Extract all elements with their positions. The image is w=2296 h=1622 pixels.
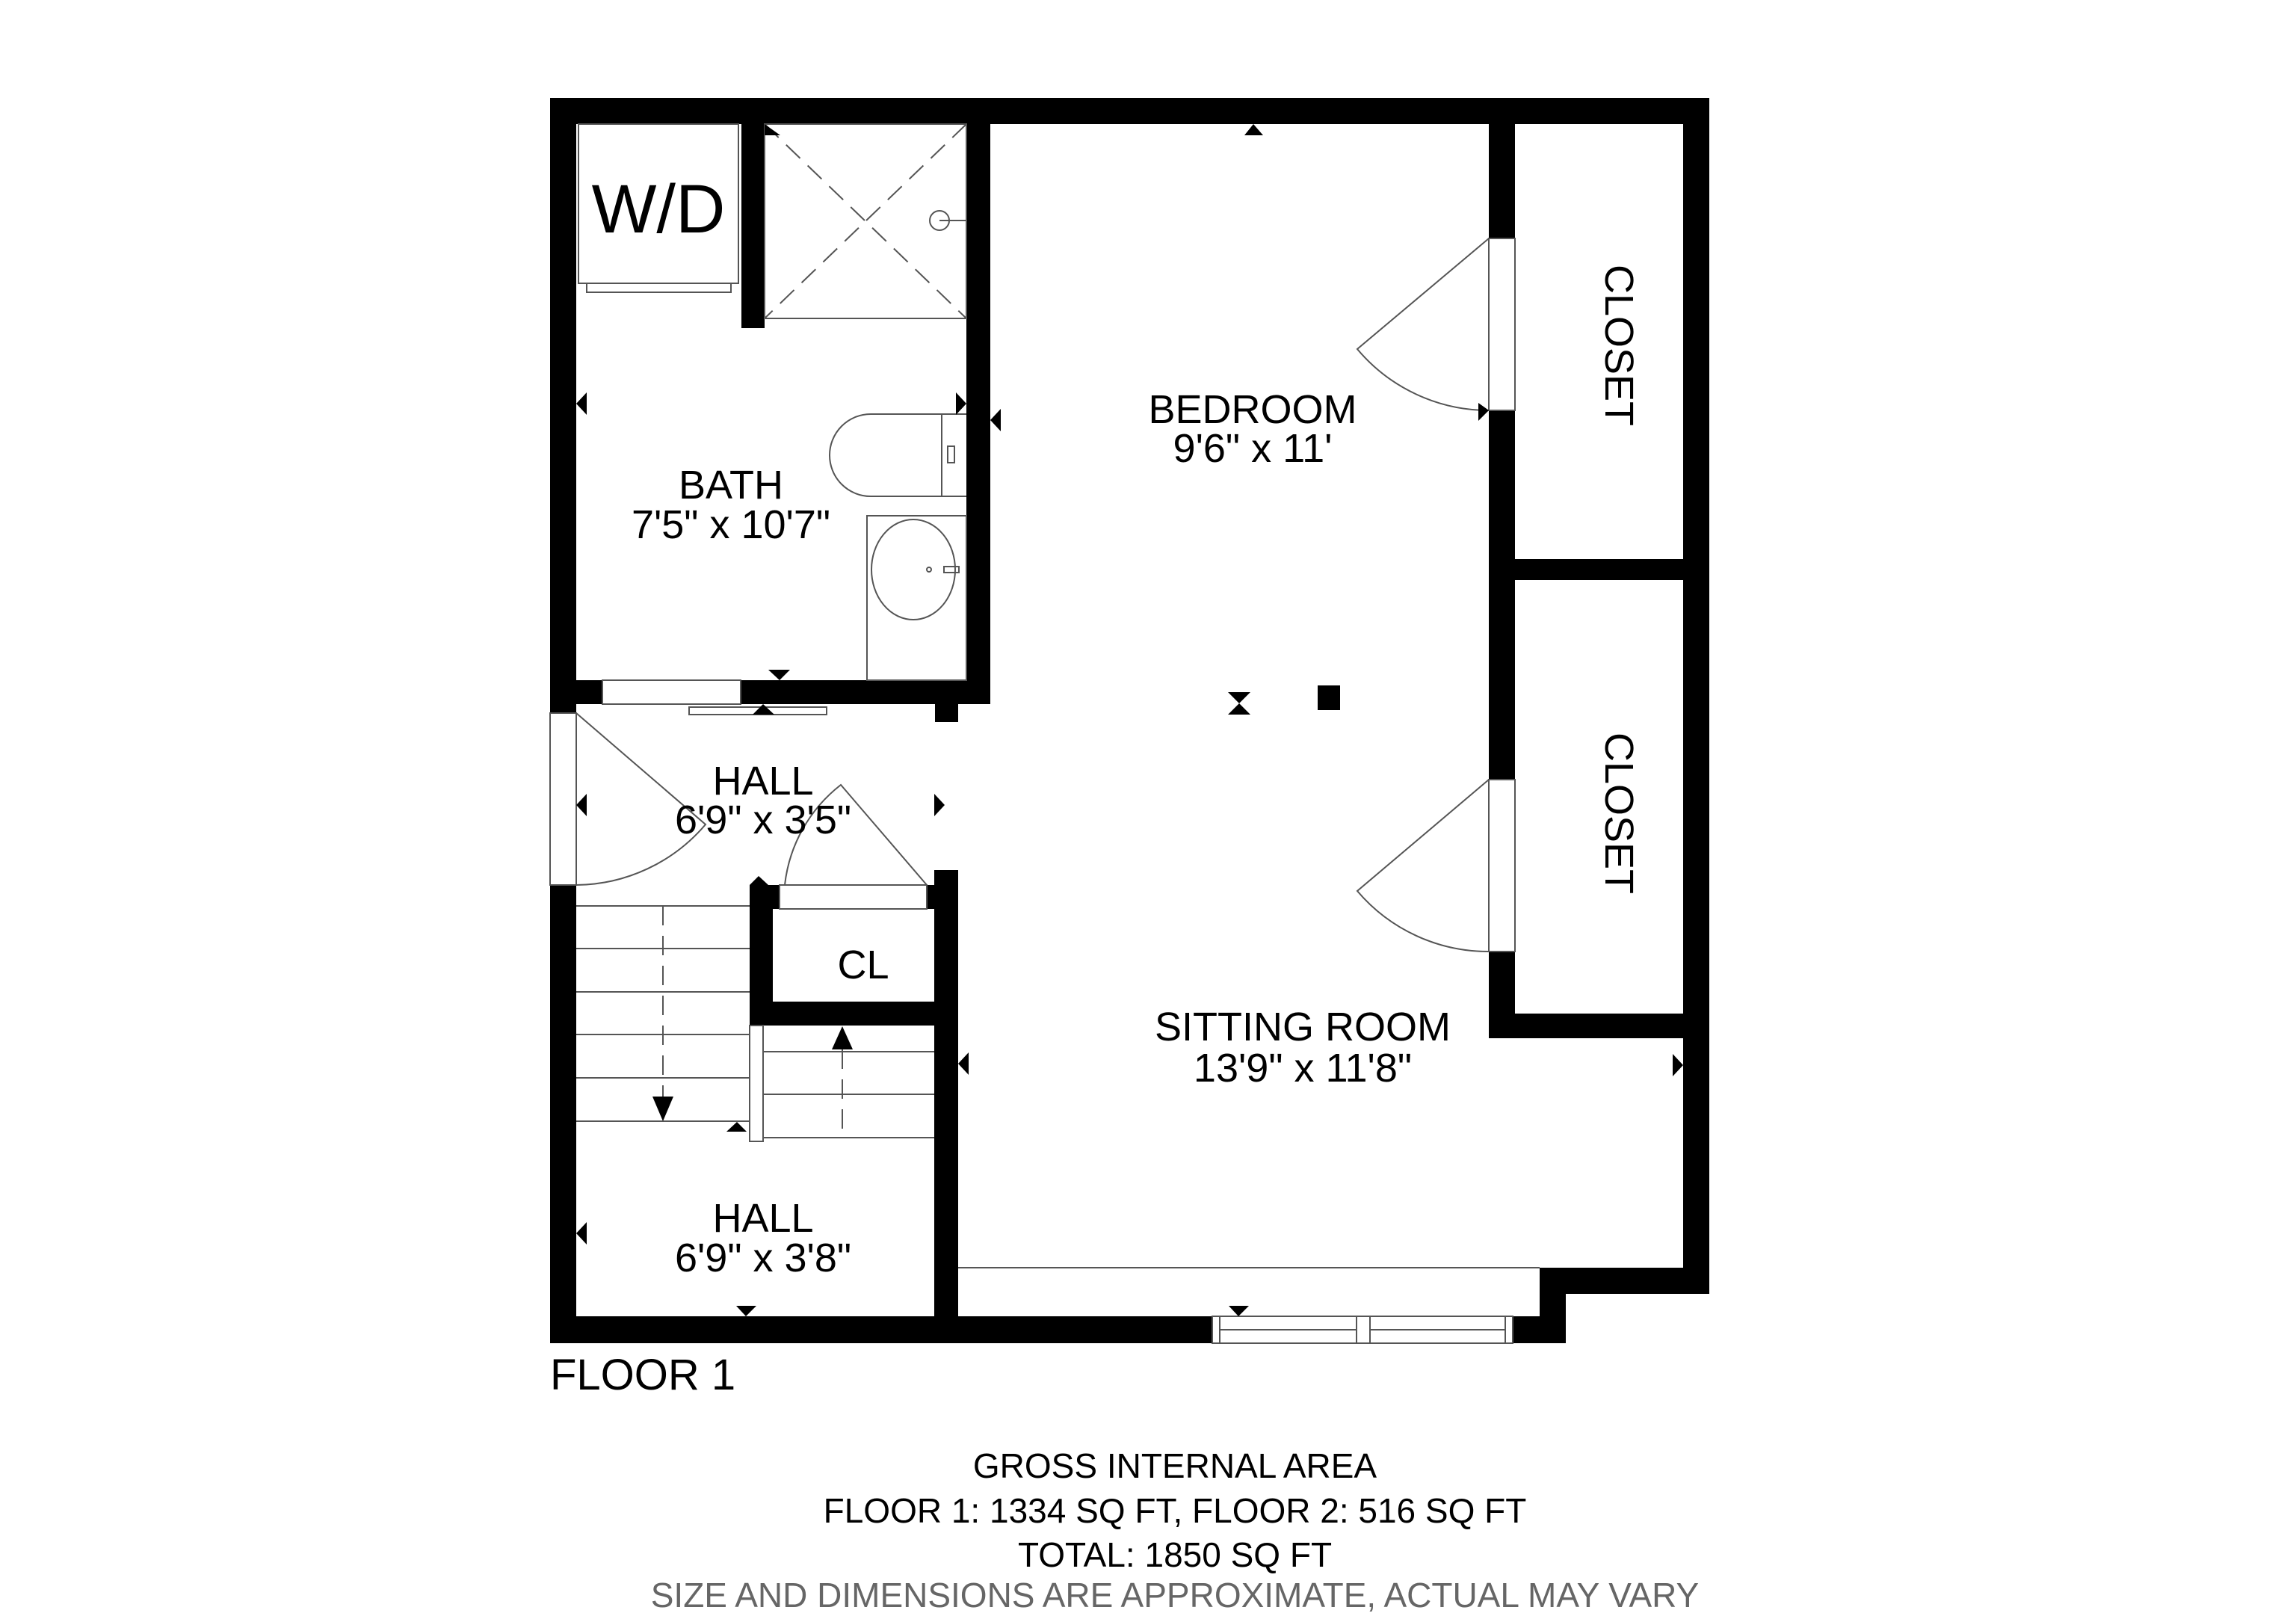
room-labels: BATH 7'5" x 10'7" BEDROOM 9'6" x 11' CLO…: [632, 265, 1641, 1280]
room-name-closet-upper: CLOSET: [1596, 265, 1641, 426]
wall-bath-bottom-left: [550, 680, 602, 704]
wall-closet-lower-floor: [1489, 1014, 1709, 1038]
wall-closet-upper-top: [1489, 98, 1515, 238]
toilet-icon: [829, 413, 966, 497]
cl-door-opening: [779, 884, 928, 910]
interior-walls: [550, 98, 1709, 1343]
wall-hall-sitting: [934, 870, 958, 1343]
openings: [549, 238, 1540, 1344]
room-dims-hall-lower: 6'9" x 3'8": [675, 1236, 851, 1280]
fixtures: W/D: [576, 123, 1340, 1142]
stair-handrail: [749, 1025, 764, 1142]
sink-icon: [871, 519, 956, 620]
room-name-bath: BATH: [679, 463, 783, 508]
floor-label: FLOOR 1: [550, 1351, 735, 1399]
closet-lower-door-opening: [1488, 779, 1516, 952]
room-name-hall-lower: HALL: [712, 1196, 813, 1241]
stairs-up-arrow-icon: [832, 1026, 853, 1049]
sink-faucet: [943, 566, 960, 573]
room-name-cl: CL: [837, 943, 889, 987]
wall-bottom-left: [550, 1316, 1212, 1343]
area-disclaimer: SIZE AND DIMENSIONS ARE APPROXIMATE, ACT…: [651, 1576, 1700, 1615]
wall-right: [1683, 98, 1709, 1294]
room-name-sitting-room: SITTING ROOM: [1155, 1005, 1451, 1049]
toilet-flush: [947, 445, 955, 463]
room-dims-bedroom: 9'6" x 11': [1173, 426, 1333, 471]
wall-bath-bottom-right: [741, 680, 990, 704]
wall-laundry-stub: [741, 98, 765, 328]
room-dims-bath: 7'5" x 10'7": [632, 502, 830, 547]
bath-door-opening: [602, 679, 741, 705]
wall-cl-header-right: [927, 885, 958, 909]
stairs-up: [749, 1025, 934, 1142]
room-name-hall-upper: HALL: [712, 759, 813, 804]
room-dims-sitting-room: 13'9" x 11'8": [1194, 1046, 1412, 1091]
shower-diagonal: [764, 123, 967, 319]
stairs-down: [576, 905, 750, 1122]
area-title: GROSS INTERNAL AREA: [973, 1446, 1377, 1485]
outer-walls: [550, 98, 1709, 1343]
cl-door-swing: [784, 783, 928, 886]
entry-door-swing: [575, 712, 707, 886]
closet-lower-door-swing: [1356, 779, 1490, 953]
washer-dryer-lip: [586, 283, 732, 293]
wall-left-lower: [550, 885, 576, 1343]
area-summary: GROSS INTERNAL AREA FLOOR 1: 1334 SQ FT,…: [651, 1446, 1700, 1615]
sink-drain: [926, 567, 932, 573]
room-dims-hall-upper: 6'9" x 3'5": [675, 798, 851, 842]
wall-top: [550, 98, 1709, 124]
room-name-closet-lower: CLOSET: [1596, 733, 1641, 894]
bowtie-marker-icon: [1228, 692, 1250, 715]
room-name-bedroom: BEDROOM: [1148, 387, 1357, 432]
wall-cl-header-left: [750, 885, 780, 909]
vanity: [866, 515, 967, 681]
wall-closet-divider: [1489, 559, 1709, 580]
dimension-markers: [576, 124, 1683, 1316]
stairs-down-arrow-icon: [652, 1097, 673, 1121]
washer-dryer: [578, 123, 739, 284]
column-marker-icon: [1318, 685, 1340, 710]
wall-closet-upper-bottom: [1489, 410, 1515, 780]
wall-bath-bedroom: [966, 98, 990, 704]
closet-upper-door-swing: [1356, 238, 1490, 411]
window-mullion: [1356, 1316, 1371, 1344]
closet-upper-door-opening: [1488, 238, 1516, 411]
entry-door-frame: [549, 712, 577, 886]
wall-cl-bottom: [750, 1002, 958, 1026]
wall-notch-horizontal: [1540, 1268, 1709, 1294]
area-total: TOTAL: 1850 SQ FT: [1018, 1535, 1332, 1574]
wall-left-upper: [550, 98, 576, 713]
shower-diagonal: [764, 123, 967, 319]
area-floors: FLOOR 1: 1334 SQ FT, FLOOR 2: 516 SQ FT: [824, 1491, 1527, 1530]
wall-stub-below-bath: [935, 704, 958, 722]
washer-dryer-label: W/D: [592, 171, 726, 247]
